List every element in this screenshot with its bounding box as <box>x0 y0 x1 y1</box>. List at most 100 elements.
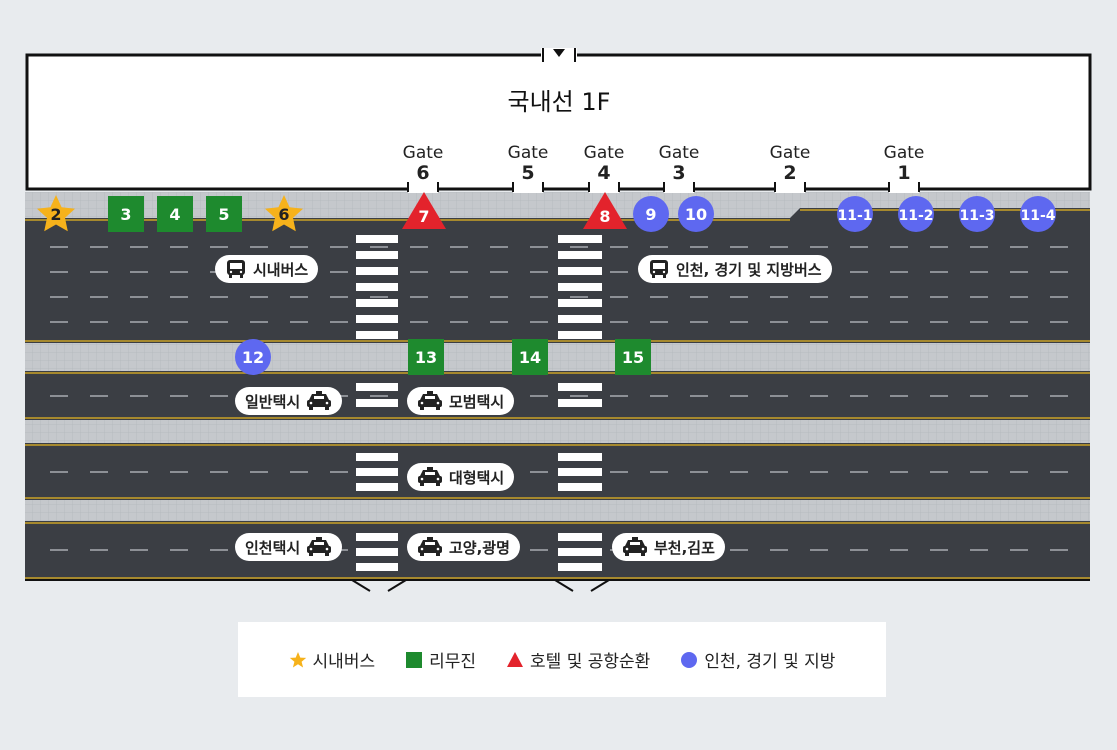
triangle-icon <box>507 651 524 667</box>
stop-number: 7 <box>418 207 429 226</box>
road-taxi-lane <box>25 371 1090 420</box>
square-icon <box>406 651 423 668</box>
stop-number: 14 <box>519 348 541 367</box>
stop-marker-15: 15 <box>615 339 651 375</box>
gate-number: 5 <box>521 162 534 184</box>
gate-label: Gate <box>584 143 625 163</box>
stop-marker-9: 9 <box>633 196 669 232</box>
legend-label: 리무진 <box>429 652 477 672</box>
taxi-icon <box>418 467 442 486</box>
lane-label-regional-bus: 인천, 경기 및 지방버스 <box>638 255 832 283</box>
legend-item-limousine: 리무진 <box>405 647 476 672</box>
taxi-icon <box>307 391 332 410</box>
stop-number: 5 <box>218 205 229 224</box>
circle-icon <box>678 196 714 232</box>
square-icon <box>157 196 193 232</box>
stop-number: 4 <box>169 205 180 224</box>
legend-label: 시내버스 <box>312 652 376 672</box>
stop-number: 6 <box>278 205 289 224</box>
star-icon <box>37 195 75 232</box>
stop-number: 9 <box>645 205 656 224</box>
terminal-building <box>25 53 1092 191</box>
triangle-icon <box>402 192 446 229</box>
stop-number: 12 <box>242 348 264 367</box>
star-icon <box>289 651 306 667</box>
gate-label: Gate <box>884 143 925 163</box>
stop-marker-4: 4 <box>157 196 193 232</box>
lane-label-text: 시내버스 <box>253 260 309 279</box>
legend-item-regional: 인천, 경기 및 지방 <box>680 647 835 672</box>
stop-number: 11-2 <box>898 208 933 224</box>
taxi-icon <box>623 537 647 556</box>
lane-label-general-taxi: 일반택시 <box>235 387 343 415</box>
lane-label-text: 고양,광명 <box>449 538 510 557</box>
lane-label-text: 모범택시 <box>449 392 505 411</box>
median-sidewalk <box>25 420 1090 443</box>
stop-marker-10: 10 <box>678 196 714 232</box>
lane-label-text: 대형택시 <box>449 468 505 487</box>
lane-label-text: 일반택시 <box>245 392 301 411</box>
terminal-title: 국내선 1F <box>508 88 611 116</box>
gate-openings <box>408 185 919 193</box>
stop-number: 13 <box>415 348 437 367</box>
gate-label: Gate <box>403 143 444 163</box>
bus-icon <box>650 260 668 278</box>
square-icon <box>408 339 444 375</box>
circle-icon <box>837 196 873 232</box>
legend-item-hotel-shuttle: 호텔 및 공항순환 <box>506 647 650 672</box>
stop-number: 11-1 <box>837 208 872 224</box>
stop-number: 11-4 <box>1020 208 1055 224</box>
stop-number: 15 <box>622 348 644 367</box>
median-sidewalk <box>25 343 1090 371</box>
gate-label: Gate <box>659 143 700 163</box>
exit-arrows <box>351 579 610 592</box>
terminal-map: 국내선 1F Gate 6 Gate 5 Gate 4 Gate 3 Gate … <box>25 48 1092 592</box>
stop-number: 8 <box>599 207 610 226</box>
circle-icon <box>235 339 271 375</box>
stop-marker-13: 13 <box>408 339 444 375</box>
gate-posts <box>407 182 920 192</box>
stop-marker-6: 6 <box>265 195 303 232</box>
stop-marker-7: 7 <box>402 192 446 229</box>
taxi-icon <box>418 537 442 556</box>
lane-label-incheon-taxi: 인천택시 <box>235 533 343 561</box>
stop-marker-2: 2 <box>37 195 75 232</box>
stop-number: 3 <box>120 205 131 224</box>
gate-number: 3 <box>672 162 685 184</box>
stop-number: 11-3 <box>959 208 994 224</box>
lane-label-bucheon-taxi: 부천,김포 <box>612 533 725 561</box>
square-icon <box>206 196 242 232</box>
taxi-icon <box>307 537 332 556</box>
road-taxi-lane <box>25 521 1090 580</box>
stop-marker-14: 14 <box>512 339 548 375</box>
circle-icon <box>959 196 995 232</box>
stop-marker-11-1: 11-1 <box>837 196 873 232</box>
circle-icon <box>681 651 698 668</box>
lane-label-text: 인천택시 <box>245 538 301 557</box>
legend-item-city-bus: 시내버스 <box>289 647 376 672</box>
stop-marker-5: 5 <box>206 196 242 232</box>
square-icon <box>512 339 548 375</box>
star-icon <box>265 195 303 232</box>
gate-label: Gate <box>508 143 549 163</box>
stop-number: 10 <box>685 205 707 224</box>
legend: 시내버스 리무진 호텔 및 공항순환 인천, 경기 및 지방 <box>238 622 886 697</box>
lane-label-goyang-taxi: 고양,광명 <box>407 533 520 561</box>
crosswalk-west <box>356 235 398 571</box>
road-taxi-lane <box>25 443 1090 500</box>
circle-icon <box>633 196 669 232</box>
road-bus-lane <box>25 208 1090 343</box>
stop-marker-11-3: 11-3 <box>959 196 995 232</box>
circle-icon <box>898 196 934 232</box>
entrance-arrow-icon <box>553 49 565 57</box>
gate-number: 2 <box>783 162 796 184</box>
legend-label: 인천, 경기 및 지방 <box>704 652 836 672</box>
lane-label-text: 인천, 경기 및 지방버스 <box>676 260 822 279</box>
taxi-icon <box>418 391 442 410</box>
circle-icon <box>1020 196 1056 232</box>
gate-number: 6 <box>416 162 429 184</box>
stop-marker-12: 12 <box>235 339 271 375</box>
stop-marker-11-2: 11-2 <box>898 196 934 232</box>
gate-number: 1 <box>897 162 910 184</box>
median-sidewalk <box>25 500 1090 521</box>
